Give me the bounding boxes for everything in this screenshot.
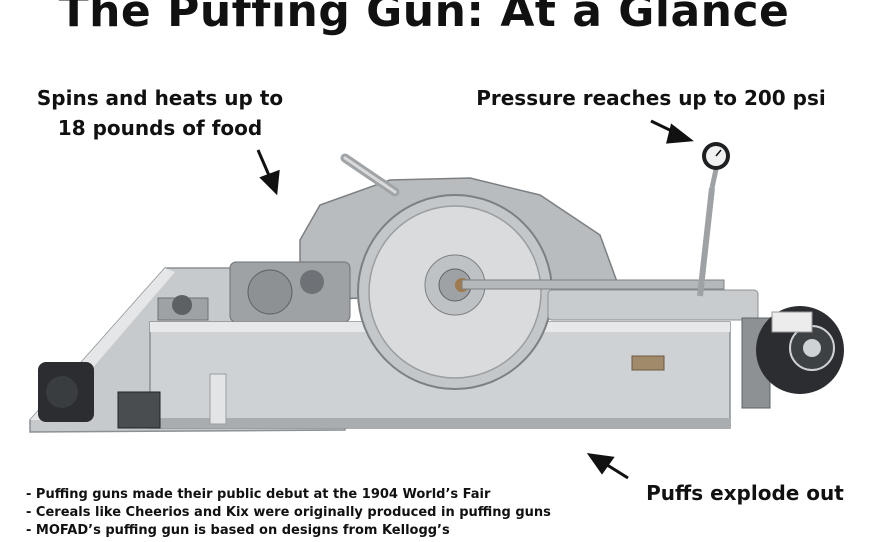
burner-motor-icon [741, 306, 844, 409]
pressure-gauge-icon [702, 142, 730, 170]
output-arrow-icon [586, 453, 629, 480]
output-callout: Puffs explode out [646, 481, 844, 505]
fact-item: Cereals like Cheerios and Kix were origi… [26, 504, 551, 522]
pressure-arrow-icon [650, 119, 694, 144]
capacity-callout-line-1: Spins and heats up to [36, 86, 284, 110]
fact-item: Puffing guns made their public debut at … [26, 486, 551, 504]
facts-list: Puffing guns made their public debut at … [26, 486, 551, 540]
fact-item: MOFAD’s puffing gun is based on designs … [26, 522, 551, 540]
page-title: The Puffing Gun: At a Glance [58, 0, 790, 37]
puffing-gun-machine [29, 142, 844, 433]
pressure-callout: Pressure reaches up to 200 psi [476, 86, 826, 110]
capacity-callout-line-2: 18 pounds of food [57, 116, 263, 140]
capacity-arrow-icon [256, 149, 280, 196]
capacity-callout: Spins and heats up to 18 pounds of food [10, 83, 310, 143]
drive-motor-icon [38, 362, 161, 429]
